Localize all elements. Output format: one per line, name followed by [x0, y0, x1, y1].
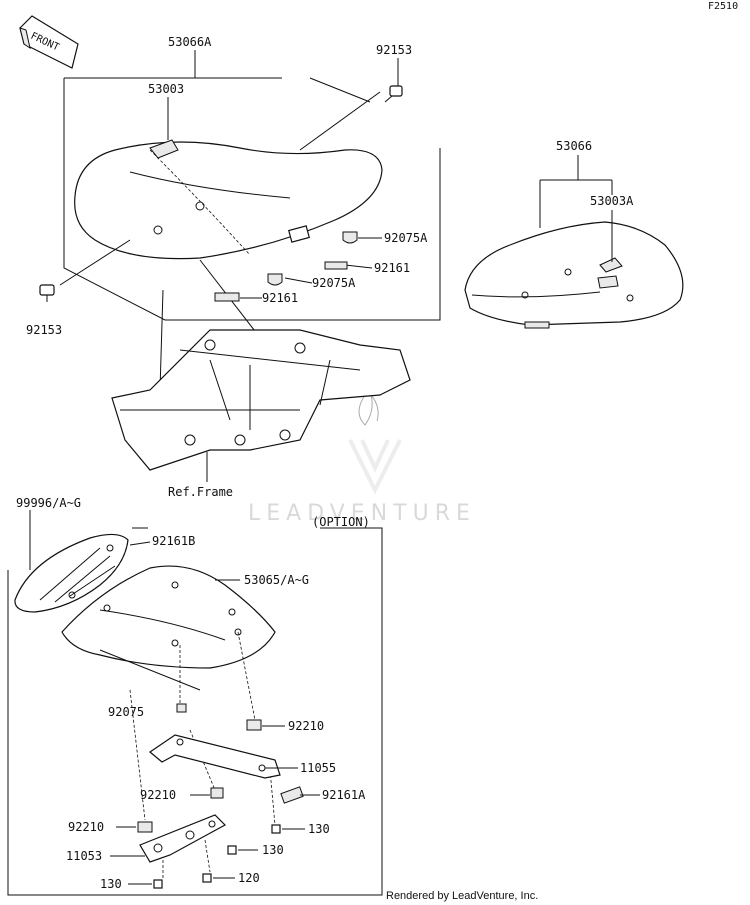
- watermark-text: LEADVENTURE: [248, 501, 476, 526]
- label-92153-left: 92153: [26, 323, 62, 337]
- label-92075: 92075: [108, 705, 144, 719]
- nut-92210-right-icon: [246, 719, 262, 731]
- label-53066: 53066: [556, 139, 592, 153]
- label-99996: 99996/A~G: [16, 496, 81, 510]
- seat-box: [63, 77, 441, 321]
- seat-cowl-53065: [61, 565, 276, 669]
- credit-text: Rendered by LeadVenture, Inc.: [386, 890, 538, 902]
- bracket-11055: [149, 734, 281, 779]
- label-120: 120: [238, 871, 260, 885]
- label-130-right: 130: [308, 822, 330, 836]
- seat-cover-option: [14, 533, 129, 613]
- label-option: (OPTION): [312, 515, 370, 529]
- clip-92161-mid-icon: [214, 292, 240, 302]
- front-arrow-icon: FRONT: [19, 15, 79, 69]
- bolt-130-right-icon: [271, 824, 281, 834]
- subframe-illustration: [111, 329, 411, 471]
- label-92161-right: 92161: [374, 261, 410, 275]
- bolt-92153-left-icon: [39, 284, 55, 302]
- nut-92210-mid-icon: [210, 787, 224, 799]
- label-92161b: 92161B: [152, 534, 195, 548]
- label-11055: 11055: [300, 761, 336, 775]
- nut-92210-left-icon: [137, 821, 153, 833]
- option-box: [7, 527, 383, 896]
- label-53065: 53065/A~G: [244, 573, 309, 587]
- bolt-120-icon: [202, 873, 212, 883]
- label-11053: 11053: [66, 849, 102, 863]
- label-92161a: 92161A: [322, 788, 366, 802]
- damper-92075a-mid-icon: [267, 273, 283, 286]
- label-92161-mid: 92161: [262, 291, 298, 305]
- bolt-130-left-icon: [153, 879, 163, 889]
- label-92210-left: 92210: [68, 820, 104, 834]
- bracket-11053: [139, 814, 226, 863]
- label-53003a: 53003A: [590, 194, 634, 208]
- label-92075a-right: 92075A: [384, 231, 428, 245]
- bolt-130-mid-icon: [227, 845, 237, 855]
- rider-seat-pan: [74, 139, 383, 260]
- label-92210-mid: 92210: [140, 788, 176, 802]
- watermark-logo: [348, 394, 402, 495]
- label-92210-right: 92210: [288, 719, 324, 733]
- label-130-left: 130: [100, 877, 122, 891]
- label-53066a: 53066A: [168, 35, 212, 49]
- bolt-92153-top-icon: [384, 85, 403, 103]
- damper-92075a-right-icon: [342, 231, 358, 244]
- label-53003: 53003: [148, 82, 184, 96]
- damper-92075-icon: [176, 703, 187, 713]
- label-ref-frame: Ref.Frame: [168, 485, 233, 499]
- pillion-seat: [464, 221, 684, 329]
- clip-92161-right-icon: [324, 261, 348, 270]
- label-130-mid: 130: [262, 843, 284, 857]
- label-92153-top: 92153: [376, 43, 412, 57]
- pad-92161a-icon: [280, 786, 304, 804]
- label-92075a-mid: 92075A: [312, 276, 356, 290]
- figure-code: F2510: [708, 1, 738, 12]
